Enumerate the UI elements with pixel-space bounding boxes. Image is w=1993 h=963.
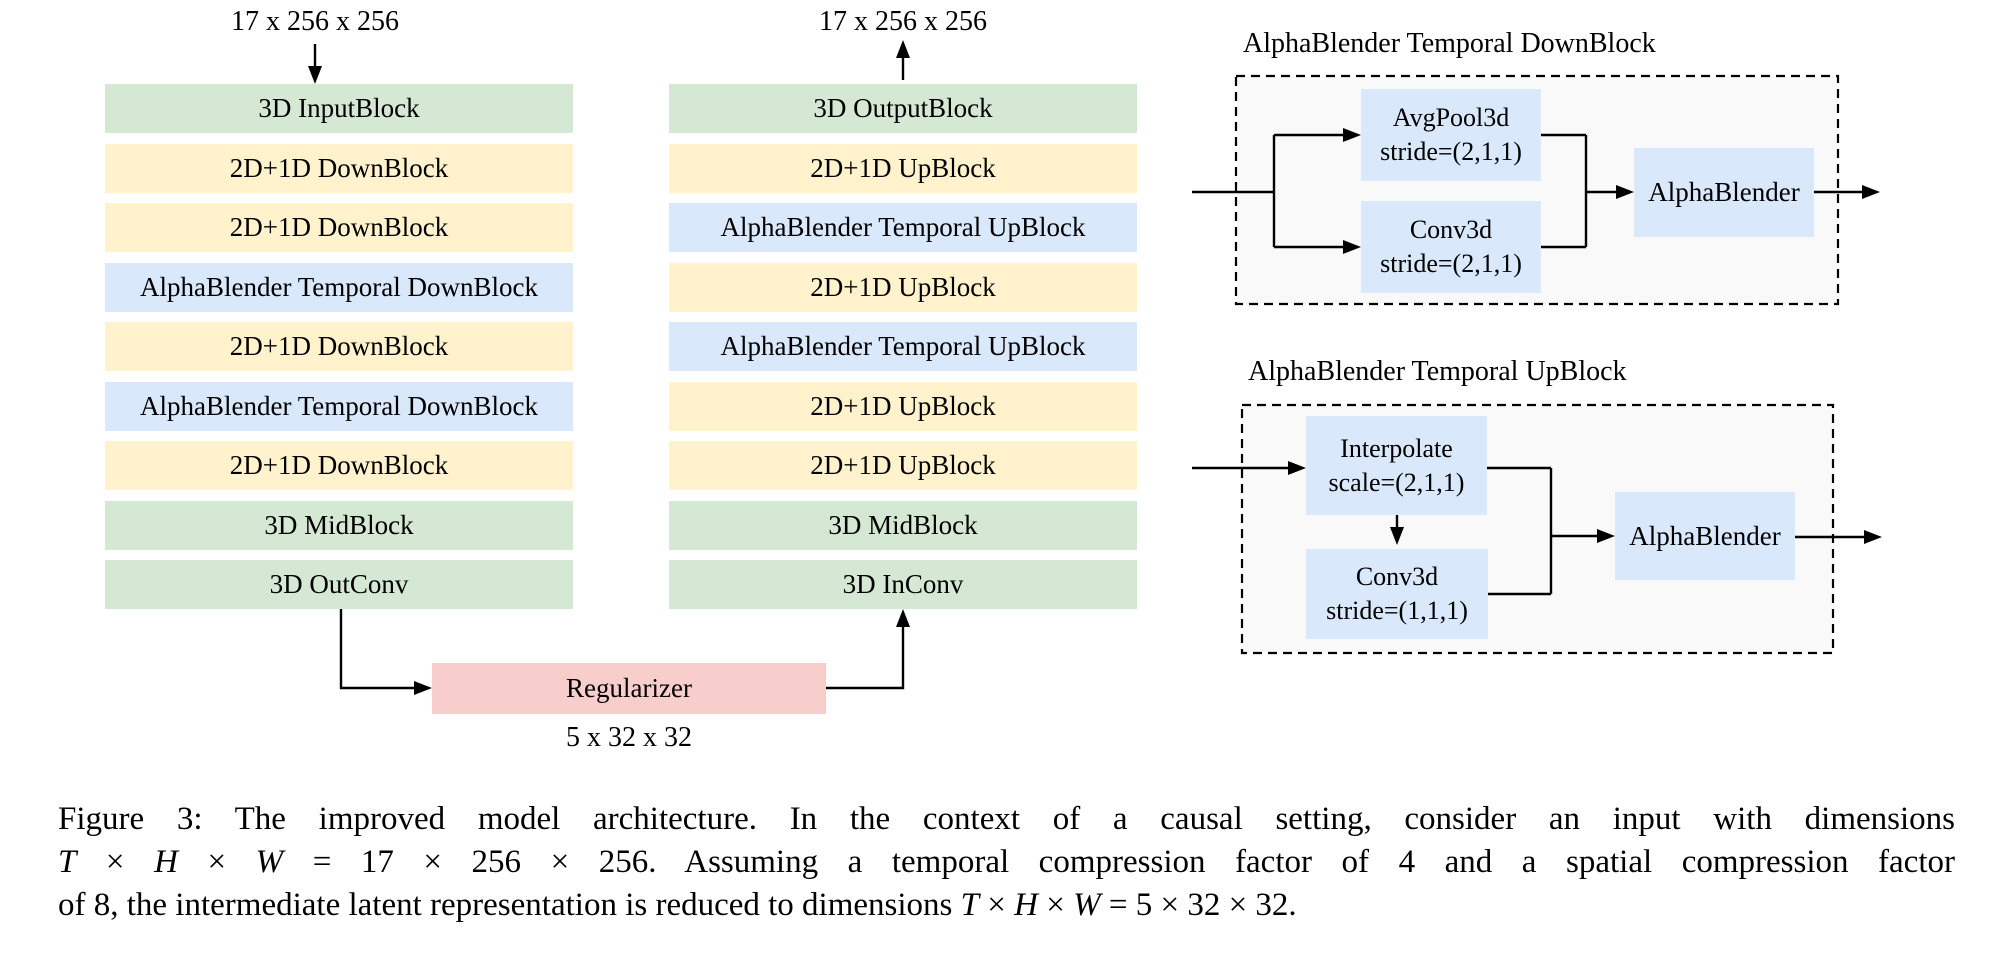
avgpool3d-box: AvgPool3d stride=(2,1,1) — [1361, 89, 1541, 181]
encoder-input-dims-label: 17 x 256 x 256 — [231, 6, 399, 37]
outconv-to-regularizer-arrow — [339, 609, 432, 695]
regularizer-block: Regularizer — [432, 663, 826, 714]
downblock-detail-connectors — [1192, 128, 1880, 254]
encoder-stack: 3D InputBlock 2D+1D DownBlock 2D+1D DownBl… — [105, 84, 573, 609]
decoder-block-row: 2D+1D UpBlock — [669, 381, 1137, 431]
encoder-input-arrow — [308, 44, 322, 84]
decoder-block-row: 2D+1D UpBlock — [669, 262, 1137, 312]
decoder-block-row: AlphaBlender Temporal UpBlock — [669, 322, 1137, 371]
interpolate-label: Interpolate — [1340, 433, 1453, 463]
upblock-alphablender-box: AlphaBlender — [1615, 492, 1795, 580]
conv3d-stride-label: stride=(2,1,1) — [1380, 249, 1522, 278]
avgpool3d-label: AvgPool3d — [1392, 103, 1510, 133]
interpolate-scale-label: scale=(2,1,1) — [1328, 467, 1465, 497]
caption-line: T × H × W = 17 × 256 × 256. Assuming a t… — [58, 844, 1955, 880]
upblock-conv3d-box: Conv3d stride=(1,1,1) — [1306, 549, 1488, 639]
decoder-block-row: 2D+1D UpBlock — [669, 143, 1137, 193]
encoder-block-row: 2D+1D DownBlock — [105, 322, 573, 371]
downblock-detail-title: AlphaBlender Temporal DownBlock — [1243, 28, 1656, 59]
encoder-block-row: AlphaBlender Temporal DownBlock — [105, 262, 573, 312]
encoder-block-row: AlphaBlender Temporal DownBlock — [105, 381, 573, 431]
encoder-block-row: 3D OutConv — [105, 560, 573, 609]
downblock-alphablender-box: AlphaBlender — [1634, 148, 1814, 237]
conv3d-label: Conv3d — [1355, 562, 1439, 592]
caption-line: Figure 3: The improved model architectur… — [58, 801, 1955, 837]
encoder-block-row: 2D+1D DownBlock — [105, 203, 573, 252]
figure-caption: Figure 3: The improved model architectur… — [58, 798, 1955, 927]
encoder-block-row: 2D+1D DownBlock — [105, 143, 573, 193]
conv3d-stride-label: stride=(1,1,1) — [1326, 596, 1468, 625]
upblock-detail-connectors — [1192, 461, 1882, 596]
avgpool3d-stride-label: stride=(2,1,1) — [1380, 137, 1522, 166]
decoder-block-row: 2D+1D UpBlock — [669, 441, 1137, 490]
encoder-block-row: 2D+1D DownBlock — [105, 441, 573, 490]
interpolate-box: Interpolate scale=(2,1,1) — [1306, 416, 1487, 515]
decoder-block-row: 3D MidBlock — [669, 500, 1137, 550]
decoder-output-arrow — [896, 40, 910, 80]
caption-line: of 8, the intermediate latent representa… — [58, 887, 1297, 923]
regularizer-to-inconv-arrow — [826, 609, 910, 690]
encoder-block-row: 3D MidBlock — [105, 500, 573, 550]
downblock-conv3d-box: Conv3d stride=(2,1,1) — [1361, 201, 1541, 293]
decoder-block-row: 3D OutputBlock — [669, 84, 1137, 133]
latent-dims-label: 5 x 32 x 32 — [566, 722, 692, 753]
decoder-block-row: 3D InConv — [669, 560, 1137, 609]
decoder-block-row: AlphaBlender Temporal UpBlock — [669, 203, 1137, 252]
conv3d-label: Conv3d — [1409, 215, 1493, 245]
upblock-detail-title: AlphaBlender Temporal UpBlock — [1248, 356, 1627, 387]
decoder-output-dims-label: 17 x 256 x 256 — [819, 6, 987, 37]
encoder-block-row: 3D InputBlock — [105, 84, 573, 133]
